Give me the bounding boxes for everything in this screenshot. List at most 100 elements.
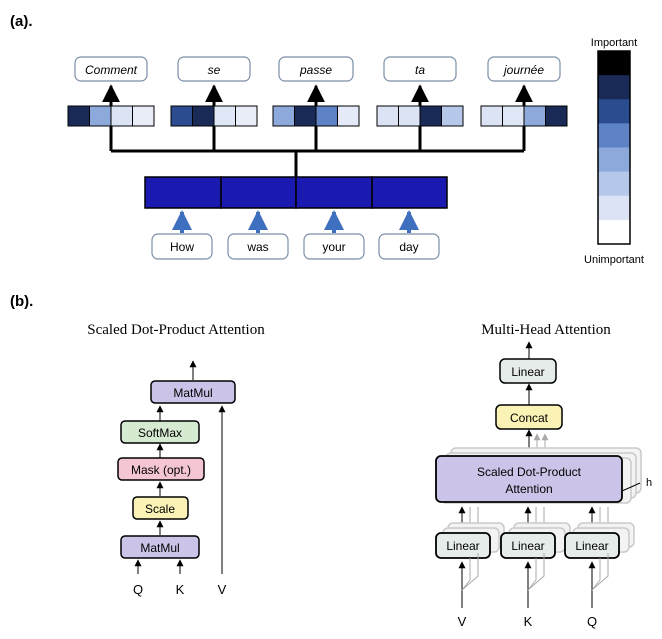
input-word-3: your [322, 240, 345, 254]
output-word-4: ta [415, 63, 425, 77]
sdpa-arrows [134, 360, 226, 574]
input-word-1: How [170, 240, 194, 254]
weight-cell-5-1 [480, 105, 503, 127]
legend-swatch-3 [598, 99, 630, 124]
weight-cell-4-4 [441, 105, 464, 127]
mha-attention-line1: Scaled Dot-Product [477, 465, 582, 479]
input-word-box-1 [151, 233, 213, 260]
output-word-box-2 [177, 56, 251, 82]
output-word-2: se [208, 63, 221, 77]
mha-h-pointer [621, 482, 641, 492]
output-word-box-3 [278, 56, 354, 82]
legend-swatch-1 [598, 51, 630, 76]
sdpa-mask-box [117, 457, 205, 481]
broadcast-connector [109, 126, 526, 177]
input-word-2: was [246, 240, 268, 254]
input-word-box-2 [227, 233, 289, 260]
mha-linear-q-box [564, 532, 620, 559]
legend-swatch-4 [598, 123, 630, 148]
mha-input-ghost-arrows [461, 553, 609, 591]
output-word-box-5 [487, 56, 561, 82]
legend-swatch-8 [598, 219, 630, 245]
weight-cell-1-3 [110, 105, 133, 127]
mha-linear-top-box [499, 358, 557, 384]
mha-title: Multi-Head Attention [481, 322, 611, 338]
sdpa-input-q: Q [133, 582, 143, 597]
importance-legend-scale [597, 50, 631, 245]
legend-important-label: Important [591, 37, 637, 49]
output-arrows [102, 84, 533, 106]
input-words: How was your day [151, 233, 440, 260]
sdpa-matmul-bottom-box [120, 535, 200, 559]
mha-linear-k-box [500, 532, 556, 559]
weight-cell-5-3 [523, 105, 546, 127]
weight-cell-2-4 [235, 105, 258, 127]
sdpa-softmax-box [120, 420, 200, 444]
panel-b-label: (b). [10, 293, 33, 310]
weight-cell-3-3 [315, 105, 338, 127]
encoder-cell-4 [371, 176, 448, 209]
weight-cell-2-1 [170, 105, 193, 127]
mha-linear-v-box [435, 532, 491, 559]
mha-concat: Concat [510, 411, 549, 425]
mha-linear-v: Linear [446, 539, 479, 553]
legend-swatch-6 [598, 171, 630, 197]
mha-linear-k: Linear [511, 539, 544, 553]
output-word-5: journée [502, 63, 544, 77]
sdpa-softmax: SoftMax [138, 426, 182, 440]
panel-a-label: (a). [10, 13, 33, 30]
weight-cell-2-2 [192, 105, 215, 127]
mha-linear-top: Linear [511, 365, 544, 379]
attention-weight-strips [67, 105, 568, 127]
legend-unimportant-label: Unimportant [584, 254, 644, 266]
output-word-1: Comment [85, 63, 138, 77]
weight-cell-1-1 [67, 105, 90, 127]
encoder-states [144, 176, 448, 209]
legend-swatch-5 [598, 147, 630, 173]
mha-input-v: V [458, 614, 467, 629]
sdpa-input-v: V [218, 582, 227, 597]
weight-cell-4-3 [419, 105, 442, 127]
mha-input-arrows [458, 561, 596, 608]
mha-h-label: h [646, 477, 652, 489]
encoder-cell-1 [144, 176, 222, 209]
weight-cell-4-2 [398, 105, 421, 127]
weight-cell-1-2 [89, 105, 112, 127]
weight-cell-3-1 [272, 105, 295, 127]
mha-concat-box [495, 404, 563, 430]
input-arrows [172, 210, 419, 233]
sdpa-scale-box [132, 496, 189, 520]
mha-input-q: Q [587, 614, 597, 629]
output-words: Comment se passe ta journée [74, 56, 561, 82]
sdpa-matmul-bottom: MatMul [140, 541, 179, 555]
output-word-box-4 [383, 56, 457, 82]
weight-cell-2-3 [213, 105, 236, 127]
weight-cell-3-4 [337, 105, 360, 127]
legend-swatch-7 [598, 195, 630, 221]
weight-cell-5-2 [502, 105, 525, 127]
sdpa-input-k: K [176, 582, 185, 597]
legend-swatch-2 [598, 75, 630, 100]
input-word-box-3 [303, 233, 365, 260]
encoder-cell-3 [295, 176, 373, 209]
weight-cell-4-1 [376, 105, 399, 127]
output-word-3: passe [299, 63, 332, 77]
weight-cell-5-4 [545, 105, 568, 127]
sdpa-matmul-top: MatMul [173, 386, 212, 400]
sdpa-matmul-top-box [150, 380, 236, 404]
encoder-cell-2 [220, 176, 297, 209]
mha-linear-q: Linear [575, 539, 608, 553]
weight-cell-1-4 [132, 105, 155, 127]
mha-attention-box [435, 455, 623, 503]
sdpa-mask: Mask (opt.) [131, 463, 191, 477]
sdpa-title: Scaled Dot-Product Attention [87, 322, 265, 338]
sdpa-scale: Scale [145, 502, 175, 516]
input-word-4: day [399, 240, 418, 254]
mha-attention-line2: Attention [505, 482, 552, 496]
input-word-box-4 [378, 233, 440, 260]
weight-cell-3-2 [294, 105, 317, 127]
output-word-box-1 [74, 56, 148, 82]
legend-frame [597, 50, 631, 245]
mha-input-k: K [524, 614, 533, 629]
